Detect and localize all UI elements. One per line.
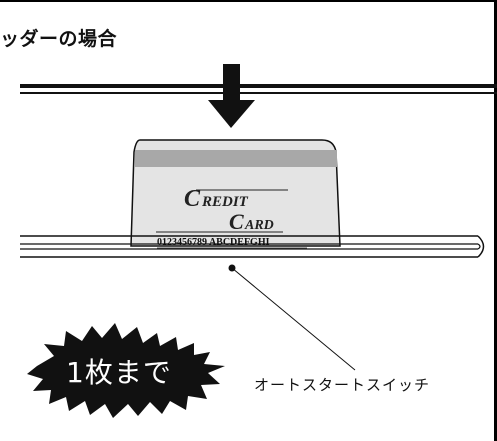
right-border (494, 0, 497, 441)
badge-starburst (27, 323, 225, 418)
card-initial-1: C (184, 186, 201, 212)
auto-start-switch-marker (228, 264, 356, 371)
card-initial-2: C (229, 209, 244, 234)
card-word-2: ARD (244, 218, 274, 233)
card-word-1: REDIT (201, 194, 249, 210)
badge-label: 1枚まで (66, 356, 172, 389)
top-border (0, 0, 497, 2)
auto-start-switch-label: オートスタートスイッチ (254, 376, 431, 394)
magnetic-stripe (135, 150, 337, 167)
card-slot-rail (20, 235, 485, 258)
card-number: 0123456789 ABCDEFGHI (157, 237, 270, 248)
insert-arrow-icon (208, 64, 255, 128)
credit-card: C REDIT C ARD 0123456789 ABCDEFGHI (130, 139, 341, 249)
section-heading: ッダーの場合 (0, 28, 118, 50)
upper-feed-guide (20, 84, 497, 94)
